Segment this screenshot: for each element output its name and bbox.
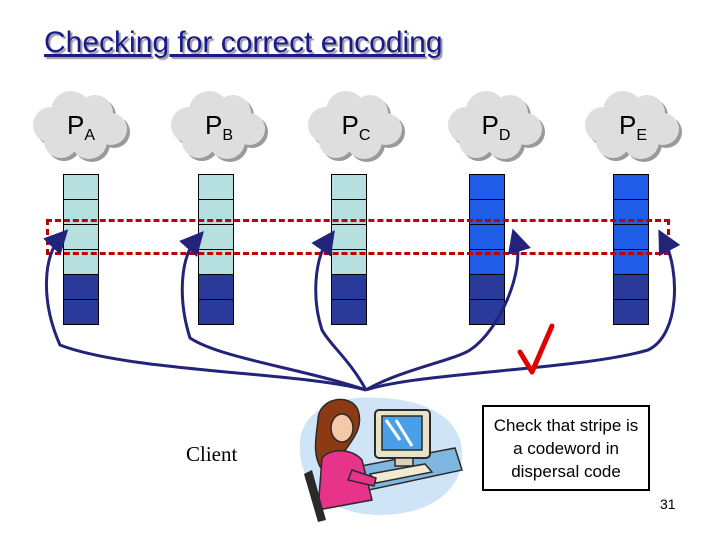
server-label-d: PD xyxy=(481,110,511,144)
checkmark-icon xyxy=(517,323,555,375)
block-cell xyxy=(198,174,234,200)
block-stack-b xyxy=(198,174,234,325)
server-label-c: PC xyxy=(341,110,371,144)
block-cell xyxy=(469,299,505,325)
server-label-e: PE xyxy=(618,110,647,144)
server-cloud-d: PD xyxy=(443,88,549,166)
cloud-icon xyxy=(308,91,405,162)
arrow-to-a xyxy=(43,229,367,392)
block-cell xyxy=(63,174,99,200)
cloud-icon xyxy=(33,91,130,162)
arrow-to-e xyxy=(365,229,681,392)
block-cell xyxy=(331,299,367,325)
block-cell xyxy=(198,299,234,325)
block-cell xyxy=(331,174,367,200)
server-cloud-c: PC xyxy=(303,88,409,166)
page-number: 31 xyxy=(660,496,676,512)
block-cell xyxy=(63,274,99,300)
block-cell xyxy=(613,274,649,300)
server-label-a: PA xyxy=(66,110,95,144)
server-cloud-b: PB xyxy=(166,88,272,166)
server-cloud-e: PE xyxy=(580,88,686,166)
cloud-icon xyxy=(585,91,682,162)
cloud-icon xyxy=(171,91,268,162)
arrow-to-d xyxy=(365,228,531,392)
callout-box: Check that stripe is a codeword in dispe… xyxy=(482,405,650,491)
server-label-b: PB xyxy=(204,110,233,144)
client-label: Client xyxy=(186,442,238,466)
server-cloud-a: PA xyxy=(28,88,134,166)
block-cell xyxy=(613,174,649,200)
block-cell xyxy=(63,299,99,325)
block-stack-e xyxy=(613,174,649,325)
cloud-icon xyxy=(448,91,545,162)
block-cell xyxy=(613,299,649,325)
arrow-to-b xyxy=(179,231,367,392)
arrow-to-c xyxy=(311,230,368,391)
slide-title: Checking for correct encoding xyxy=(44,26,443,59)
